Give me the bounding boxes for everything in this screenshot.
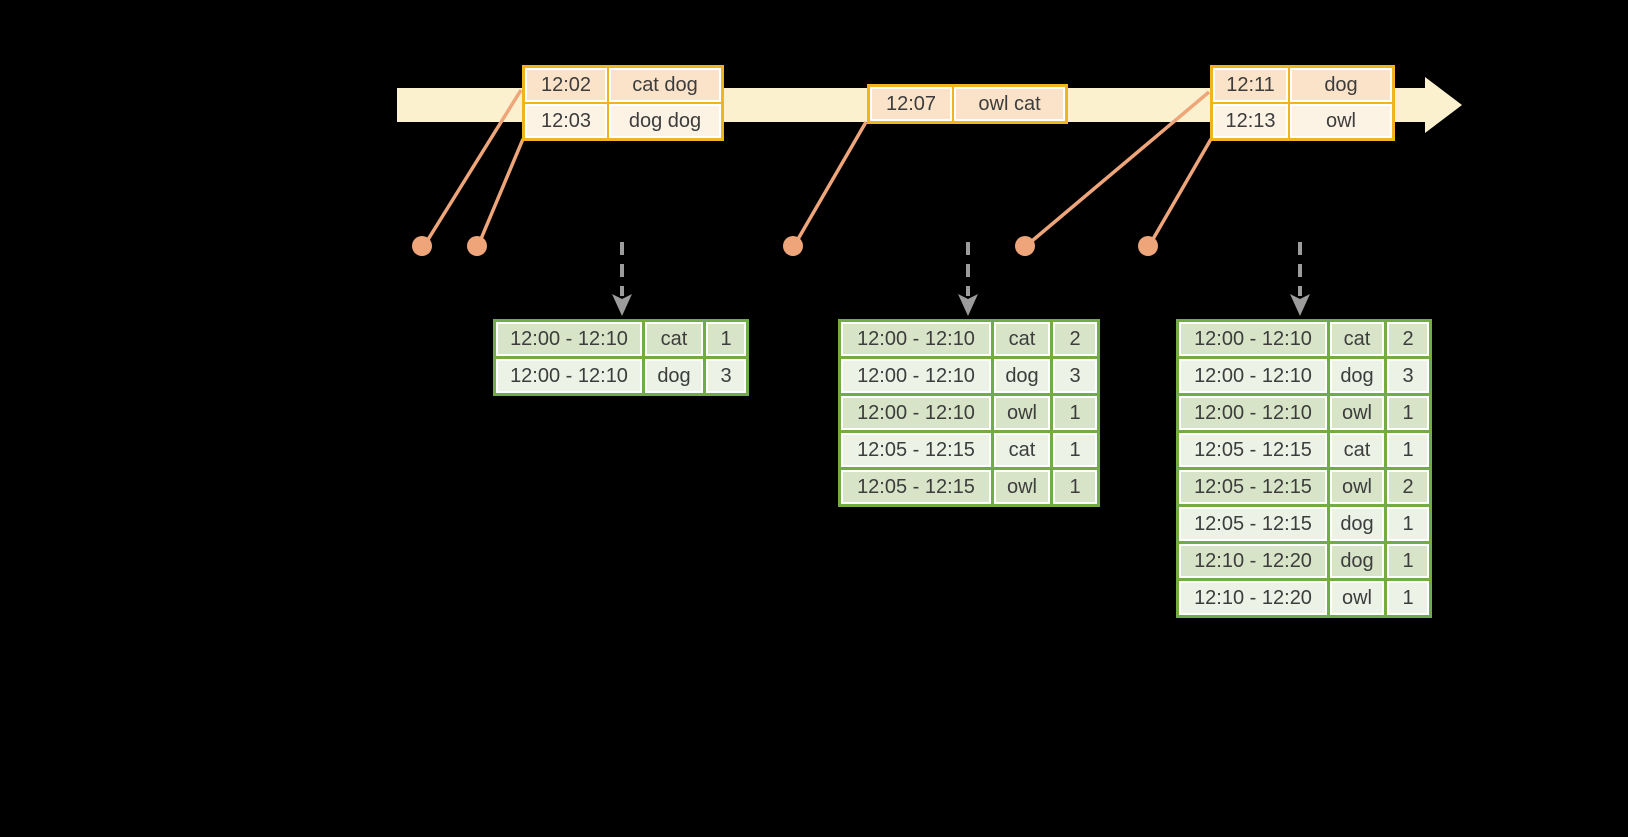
count-cell: 3: [1053, 359, 1097, 393]
words-cell: dog: [1290, 68, 1392, 102]
time-cell: 12:07: [870, 87, 952, 121]
count-cell: 2: [1387, 322, 1429, 356]
window-cell: 12:05 - 12:15: [1179, 507, 1327, 541]
window-cell: 12:10 - 12:20: [1179, 544, 1327, 578]
window-cell: 12:00 - 12:10: [1179, 359, 1327, 393]
word-cell: cat: [994, 433, 1050, 467]
trigger-arrows: [612, 242, 1310, 316]
words-cell: cat dog: [609, 68, 721, 102]
window-cell: 12:05 - 12:15: [1179, 433, 1327, 467]
count-cell: 1: [1387, 581, 1429, 615]
word-cell: dog: [1330, 544, 1384, 578]
word-cell: owl: [1330, 396, 1384, 430]
event-connector-line: [422, 89, 523, 247]
word-cell: dog: [1330, 359, 1384, 393]
word-cell: cat: [645, 322, 703, 356]
window-cell: 12:00 - 12:10: [841, 359, 991, 393]
event-connector-line: [1024, 90, 1211, 248]
count-cell: 1: [1387, 544, 1429, 578]
trigger-arrow-icon: [612, 242, 632, 316]
count-cell: 2: [1053, 322, 1097, 356]
word-cell: owl: [994, 396, 1050, 430]
event-connector-line: [476, 138, 525, 247]
count-cell: 2: [1387, 470, 1429, 504]
count-cell: 1: [1053, 470, 1097, 504]
words-cell: owl: [1290, 104, 1392, 138]
window-cell: 12:10 - 12:20: [1179, 581, 1327, 615]
word-cell: dog: [645, 359, 703, 393]
event-dot: [1015, 236, 1035, 256]
timeline-arrowhead-icon: [1425, 77, 1462, 133]
time-cell: 12:02: [525, 68, 607, 102]
event-dot: [1138, 236, 1158, 256]
time-cell: 12:13: [1213, 104, 1288, 138]
count-cell: 1: [1387, 507, 1429, 541]
word-cell: owl: [1330, 470, 1384, 504]
trigger-arrow-icon: [1290, 242, 1310, 316]
window-cell: 12:00 - 12:10: [1179, 396, 1327, 430]
words-cell: dog dog: [609, 104, 721, 138]
word-cell: cat: [994, 322, 1050, 356]
event-connector-lines: [422, 89, 1213, 248]
count-cell: 1: [1387, 433, 1429, 467]
window-cell: 12:05 - 12:15: [841, 433, 991, 467]
count-cell: 1: [1387, 396, 1429, 430]
time-cell: 12:03: [525, 104, 607, 138]
window-cell: 12:05 - 12:15: [1179, 470, 1327, 504]
word-cell: owl: [1330, 581, 1384, 615]
trigger-arrow-icon: [958, 242, 978, 316]
event-dot: [467, 236, 487, 256]
window-cell: 12:00 - 12:10: [841, 396, 991, 430]
window-cell: 12:00 - 12:10: [496, 322, 642, 356]
word-cell: cat: [1330, 433, 1384, 467]
count-cell: 3: [1387, 359, 1429, 393]
window-cell: 12:00 - 12:10: [1179, 322, 1327, 356]
event-dot: [783, 236, 803, 256]
words-cell: owl cat: [954, 87, 1065, 121]
count-cell: 1: [1053, 433, 1097, 467]
word-cell: owl: [994, 470, 1050, 504]
event-connector-line: [1147, 138, 1213, 247]
count-cell: 3: [706, 359, 746, 393]
event-connector-line: [792, 121, 868, 247]
event-dots: [412, 236, 1158, 256]
event-dot: [412, 236, 432, 256]
window-cell: 12:05 - 12:15: [841, 470, 991, 504]
window-cell: 12:00 - 12:10: [841, 322, 991, 356]
count-cell: 1: [1053, 396, 1097, 430]
time-cell: 12:11: [1213, 68, 1288, 102]
window-cell: 12:00 - 12:10: [496, 359, 642, 393]
word-cell: cat: [1330, 322, 1384, 356]
word-cell: dog: [994, 359, 1050, 393]
word-cell: dog: [1330, 507, 1384, 541]
count-cell: 1: [706, 322, 746, 356]
